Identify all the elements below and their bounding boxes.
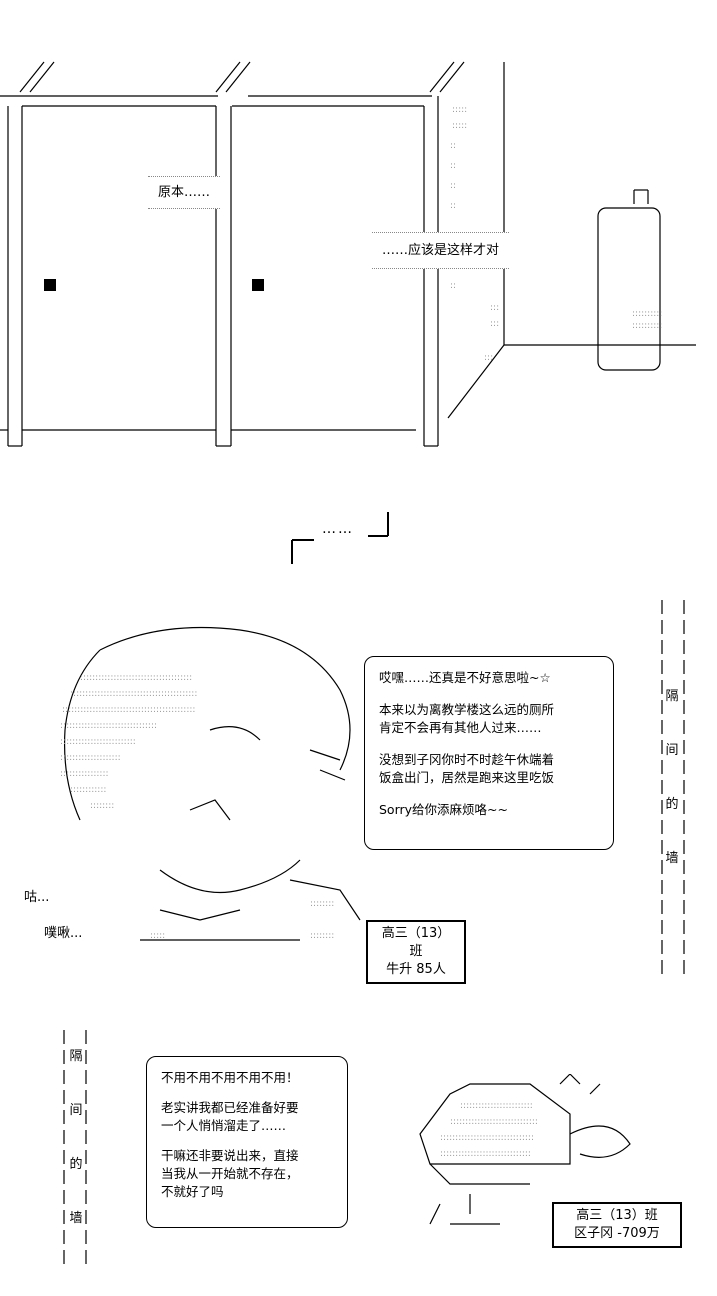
svg-text:::: :: [450,161,456,171]
vertical-rails-right [661,600,685,976]
svg-text:::::::::::::::::::::::::::::::: ::::::::::::::::::::::::::::::::::::::::… [70,689,197,699]
svg-text:::::::::::::::::: :::::::::::::::: [60,769,109,779]
bubble-line [379,787,613,801]
bubble-line: 不用不用不用不用不用！ [161,1070,299,1085]
svg-text::::::::::::::::::::::::::::::: ::::::::::::::::::::::::::::: [450,1117,538,1127]
sfx-gu: 咕... [24,890,50,905]
svg-text:::::::::::::::::::::::::::::::: ::::::::::::::::::::::::::::::::::::::::… [62,705,195,715]
bubble-line: 当我从一开始就不存在， [161,1166,299,1181]
svg-text:::::::::::::::::::::::::: :::::::::::::::::::::::: [460,1101,533,1111]
svg-text::::::::::::::::::::::::::: ::::::::::::::::::::::::: [60,737,136,747]
svg-text:::: :: [450,141,456,151]
svg-text:::: :: [450,181,456,191]
svg-text::::: ::: [484,353,493,363]
bubble-line: 一个人悄悄溜走了…… [161,1118,287,1133]
svg-text:::::::::::: :::::::::: [632,309,662,319]
speech-bubble-niu-sheng: 哎嘿……还真是不好意思啦~☆ 本来以为离教学楼这么远的厕所 肯定不会再有其他人过… [364,656,614,850]
svg-text::::: ::: [490,319,499,329]
bubble-line: 哎嘿……还真是不好意思啦~☆ [379,670,551,685]
bubble-line: 肯定不会再有其他人过来…… [379,720,542,735]
svg-text:::::::::::::::::::::::::::::::: ::::::::::::::::::::::::::::::: [440,1133,534,1143]
svg-text:::: :: [450,281,456,291]
vertical-label-wall-left: 隔 间 的 墙 [69,1049,83,1226]
svg-text:::::::::::: :::::::::: [632,321,662,331]
caption-original: 原本…… [148,176,221,209]
svg-text:::::::::::::::::::::::::::::::: ::::::::::::::::::::::::::::::::::::: [80,673,192,683]
name-box-niu-sheng: 高三（13）班 牛升 85人 [366,920,466,984]
bubble-line: 干嘛还非要说出来，直接 [161,1148,299,1163]
svg-text::::::: ::::: [452,121,467,131]
svg-text:::::::::::::::::::::: :::::::::::::::::::: [60,753,121,763]
svg-text:::::::::::::: :::::::::::: [70,785,106,795]
svg-text:::::::::::::::::::::::::::::::: :::::::::::::::::::::::::::::::: [60,721,157,731]
svg-text:::: :: [450,201,456,211]
character-ou-zigang: :::::::::::::::::::::::: :::::::::::::::… [419,1074,631,1225]
svg-text:::::::::: :::::::: [310,931,334,941]
svg-text::::: ::: [490,303,499,313]
stall-scene: :::::::::: :::: :::: :: :::::: ::: :::::… [0,61,696,447]
svg-text::::::: ::::: [150,931,165,941]
character-niu-sheng: ::::::::::::::::::::::::::::::::::::: ::… [60,626,361,941]
bubble-line: Sorry给你添麻烦咯~~ [379,802,508,817]
svg-text:::::::::: :::::::: [310,899,334,909]
bubble-line: 本来以为离教学楼这么远的厕所 [379,702,555,717]
name-box-ou-zigang: 高三（13）班 区子冈 -709万 [552,1202,682,1248]
caption-should-be: ……应该是这样才对 [372,232,510,269]
bubble-line: 不就好了吗 [161,1184,224,1199]
bubble-line: 没想到子冈你时不时趁午休端着 [379,752,555,767]
bubble-line [379,687,613,701]
bubble-line [161,1087,347,1099]
speech-bubble-ou-zigang: 不用不用不用不用不用！ 老实讲我都已经准备好要 一个人悄悄溜走了…… 干嘛还非要… [146,1056,348,1228]
bubble-line: 饭盒出门，居然是跑来这里吃饭 [379,770,555,785]
vertical-rails-left [63,1030,87,1266]
vertical-label-wall-right: 隔 间 的 墙 [665,689,679,866]
ellipsis-text: …… [322,521,354,537]
svg-text::::::: ::::: [452,105,467,115]
svg-text:::::::::: :::::::: [90,801,114,811]
sfx-pujiu: 噗啾... [44,926,83,941]
svg-text:::::::::::::::::::::::::::::::: :::::::::::::::::::::::::::::: [440,1149,531,1159]
bubble-line [161,1135,347,1147]
bubble-line: 老实讲我都已经准备好要 [161,1100,299,1115]
bubble-line [379,737,613,751]
ellipsis-bracket [291,512,389,564]
